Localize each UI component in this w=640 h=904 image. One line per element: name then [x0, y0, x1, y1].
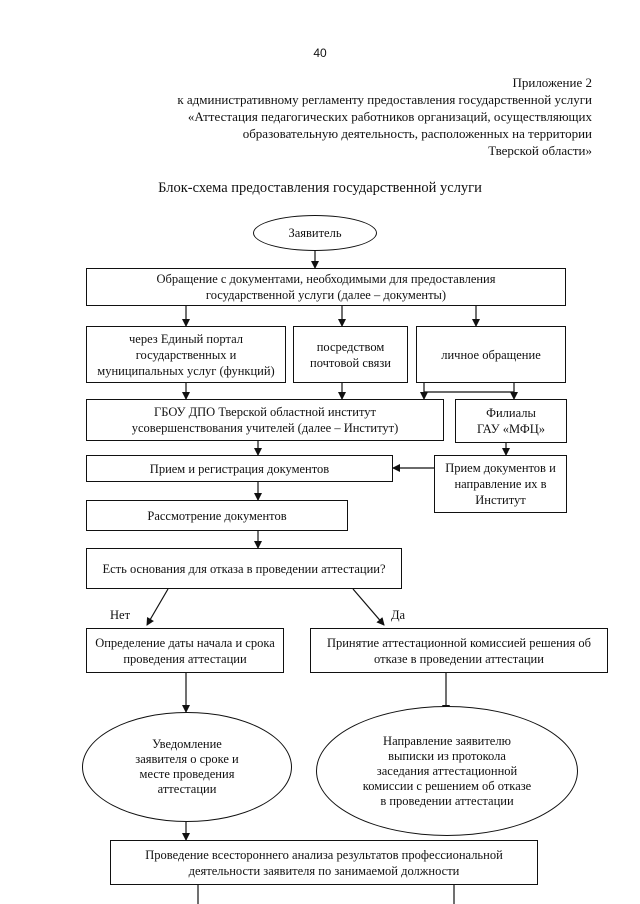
branch-label-no: Нет	[110, 608, 131, 622]
appendix-line: Тверской области»	[488, 143, 592, 158]
registration-box: Прием и регистрация документов	[86, 455, 393, 482]
refusal-grounds-question-box: Есть основания для отказа в проведении а…	[86, 548, 402, 589]
analysis-box: Проведение всестороннего анализа результ…	[110, 840, 538, 885]
appendix-line: Приложение 2	[512, 75, 592, 90]
send-extract-oval: Направление заявителю выписки из протоко…	[316, 706, 578, 836]
appendix-header: Приложение 2 к административному регламе…	[122, 74, 592, 159]
date-setting-box: Определение даты начала и срока проведен…	[86, 628, 284, 673]
review-box: Рассмотрение документов	[86, 500, 348, 531]
institute-box: ГБОУ ДПО Тверской областной институт усо…	[86, 399, 444, 441]
appendix-line: образовательную деятельность, расположен…	[242, 126, 592, 141]
notify-applicant-oval: Уведомление заявителя о сроке и месте пр…	[82, 712, 292, 822]
appendix-line: «Аттестация педагогических работников ор…	[187, 109, 592, 124]
portal-channel-box: через Единый портал государственных и му…	[86, 326, 286, 383]
in-person-channel-box: личное обращение	[416, 326, 566, 383]
refusal-decision-box: Принятие аттестационной комиссией решени…	[310, 628, 608, 673]
branch-label-yes: Да	[391, 608, 406, 622]
diagram-title: Блок-схема предоставления государственно…	[158, 180, 482, 196]
applicant-oval: Заявитель	[253, 215, 377, 251]
mfc-box: Филиалы ГАУ «МФЦ»	[455, 399, 567, 443]
mfc-forward-box: Прием документов и направление их в Инст…	[434, 455, 567, 513]
appendix-line: к административному регламенту предостав…	[177, 92, 592, 107]
page-number: 40	[313, 46, 327, 60]
post-channel-box: посредством почтовой связи	[293, 326, 408, 383]
appeal-box: Обращение с документами, необходимыми дл…	[86, 268, 566, 306]
